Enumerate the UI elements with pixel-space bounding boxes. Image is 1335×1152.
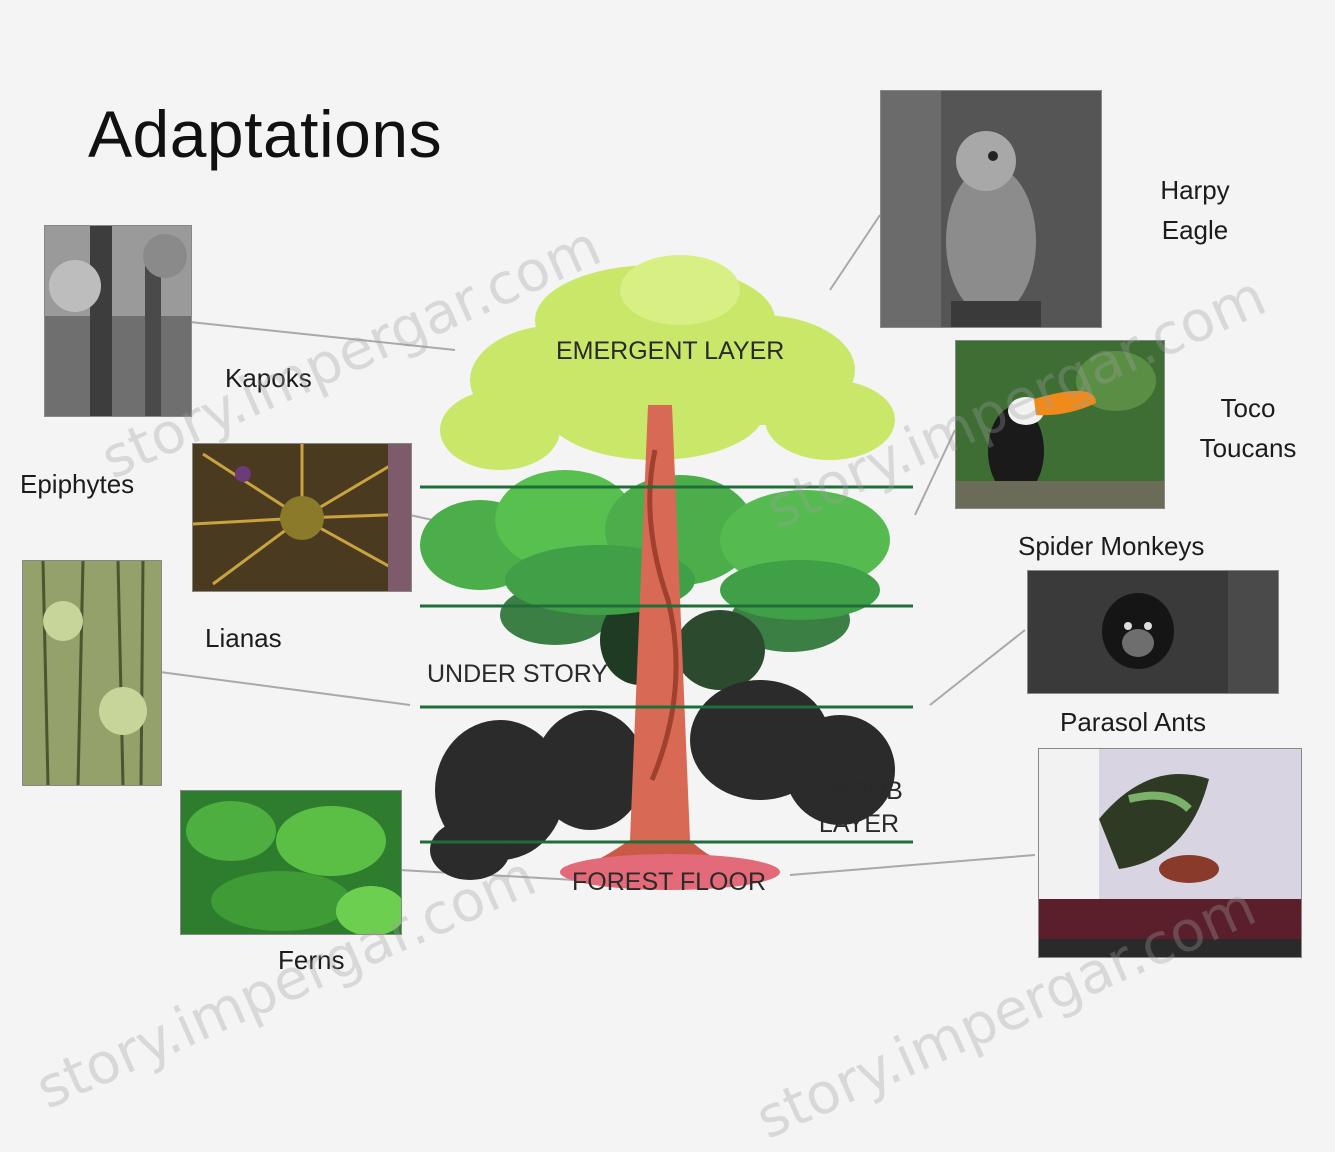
photo-epiphytes [192,443,412,592]
layer-label-emergent: EMERGENT LAYER [556,337,784,366]
label-toco-toucans: Toco Toucans [1188,388,1308,469]
layer-label-shrub: SHRUB LAYER [805,775,913,840]
label-harpy-eagle: Harpy Eagle [1140,170,1250,251]
photo-kapoks [44,225,192,417]
photo-harpy-eagle [880,90,1102,328]
layer-label-forest-floor: FOREST FLOOR [572,868,766,897]
label-spider-monkeys: Spider Monkeys [1018,526,1204,566]
photo-spider-monkeys [1027,570,1279,694]
slide: Adaptations [0,0,1335,996]
photo-lianas [22,560,162,786]
label-lianas: Lianas [205,618,282,658]
label-parasol-ants: Parasol Ants [1060,702,1206,742]
layer-label-understory: UNDER STORY [427,660,608,689]
